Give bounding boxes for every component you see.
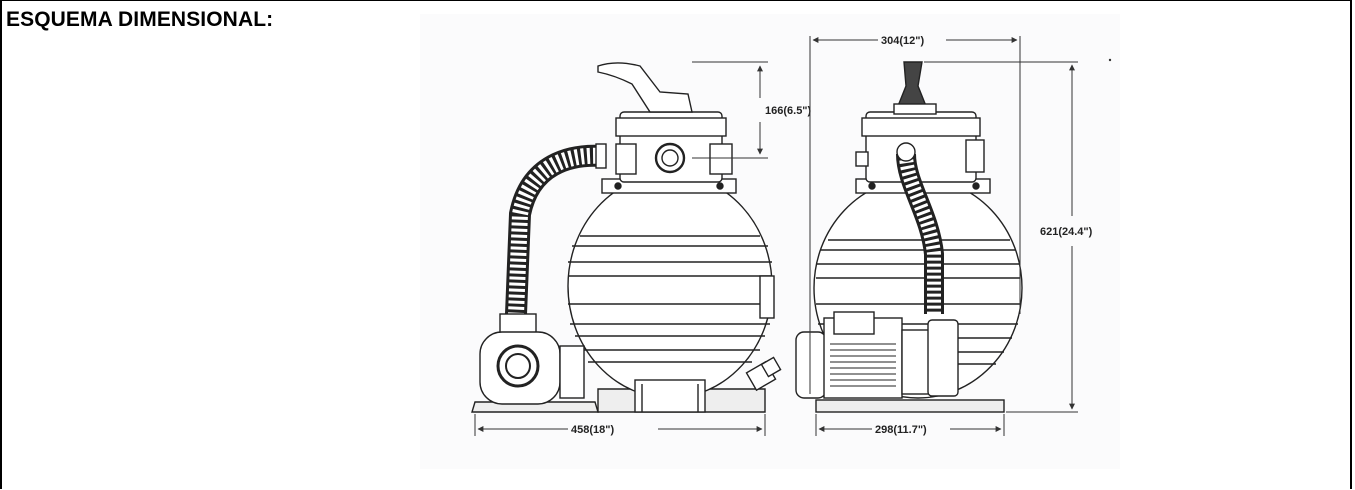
side-view <box>795 61 1023 413</box>
dimensional-drawing: 458(18") 166(6.5") <box>420 14 1120 469</box>
total-height-label: 621(24.4") <box>1040 226 1093 238</box>
valve-height-label: 166(6.5") <box>765 105 812 117</box>
section-heading: ESQUEMA DIMENSIONAL: <box>6 8 274 31</box>
front-width-label: 458(18") <box>571 424 614 436</box>
side-width-label: 298(11.7") <box>875 424 927 436</box>
side-dimensions <box>809 36 1078 436</box>
top-width-label: 304(12") <box>881 35 924 47</box>
front-dimensions <box>474 61 768 436</box>
front-view <box>471 62 782 413</box>
